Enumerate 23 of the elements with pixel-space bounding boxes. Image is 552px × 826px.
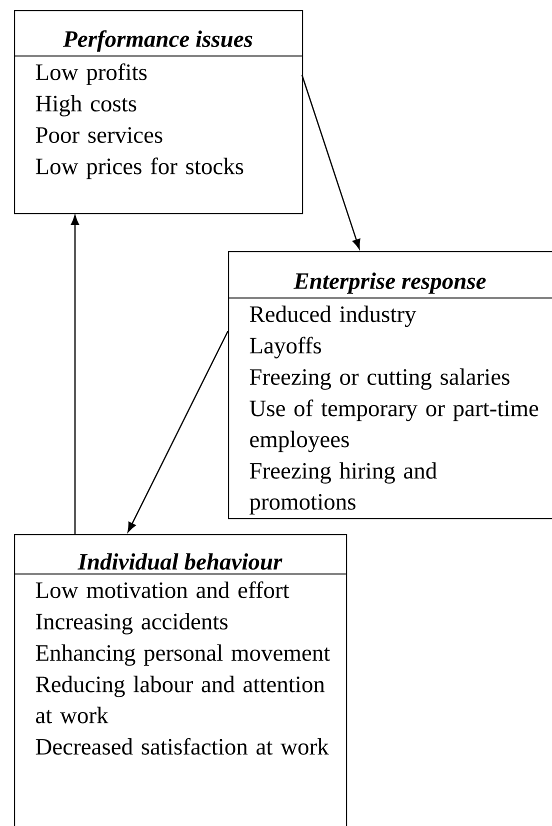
list-item: Use of temporary or part-time employees — [250, 400, 538, 452]
list-item: High costs — [36, 95, 136, 116]
list-item: Increasing accidents — [36, 613, 228, 634]
list-item: Freezing or cutting salaries — [250, 368, 510, 390]
arrow — [70, 215, 80, 534]
text-box — [14, 10, 304, 214]
text-box — [14, 534, 348, 826]
list-item: Low profits — [36, 63, 147, 85]
box-heading: Enterprise response — [294, 272, 486, 294]
arrow — [301, 74, 360, 250]
list-item: Low motivation and effort — [36, 581, 290, 598]
list-item: Freezing hiring and promotions — [250, 462, 437, 514]
list-item: Enhancing personal movement — [36, 644, 330, 666]
box-heading: Individual behaviour — [78, 553, 282, 570]
list-item: Low prices for stocks — [36, 158, 244, 180]
arrow — [128, 330, 229, 532]
box-heading: Performance issues — [63, 30, 252, 52]
text-box — [228, 251, 552, 520]
list-item: Reducing labour and attention at work — [36, 676, 325, 724]
list-item: Layoffs — [250, 336, 322, 358]
list-item: Decreased satisfaction at work — [36, 738, 329, 755]
list-item: Poor services — [36, 127, 162, 143]
list-item: Reduced industry — [250, 306, 416, 327]
